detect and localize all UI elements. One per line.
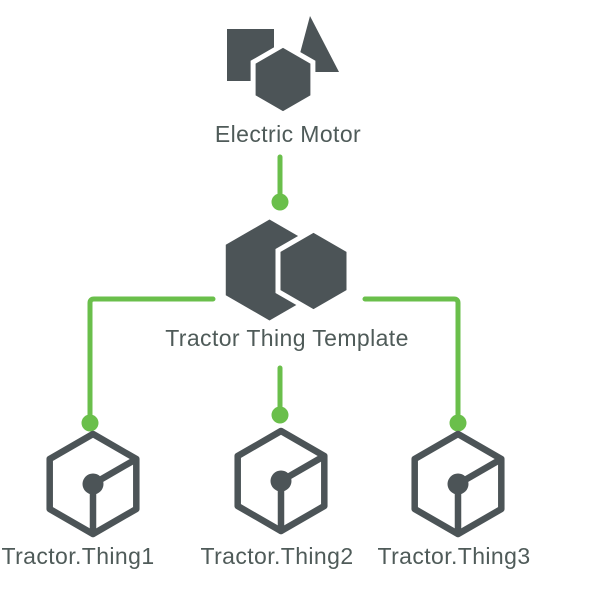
root-node-label: Electric Motor (214, 121, 362, 147)
connector-template-to-thing2 (271, 365, 289, 424)
connector-template-to-thing3 (362, 296, 467, 432)
connector-endpoint-dot (271, 193, 289, 211)
connector-endpoint-dot (449, 414, 467, 432)
connector-line (362, 296, 461, 423)
hexagon-shape (250, 42, 316, 117)
thing3-node-label: Tractor.Thing3 (377, 543, 531, 569)
front-hexagon-shape (275, 227, 352, 315)
thing-cube-icon (46, 430, 140, 538)
connector-endpoint-dot (81, 414, 99, 432)
template-node-label: Tractor Thing Template (165, 325, 409, 351)
cube-center-dot (82, 473, 104, 495)
connector-root-to-template (271, 154, 289, 211)
thing1-node-label: Tractor.Thing1 (1, 543, 155, 569)
connector-template-to-thing1 (81, 296, 216, 432)
cube-center-dot (447, 473, 469, 495)
cube-center-dot (270, 470, 292, 492)
connector-endpoint-dot (271, 406, 289, 424)
thing2-node-label: Tractor.Thing2 (200, 543, 354, 569)
thing-cube-icon (411, 430, 505, 538)
thing-cube-icon (234, 427, 328, 535)
dual-hexagon-icon (225, 219, 352, 321)
shapes-cluster-icon (227, 16, 339, 117)
connector-line (87, 296, 216, 423)
